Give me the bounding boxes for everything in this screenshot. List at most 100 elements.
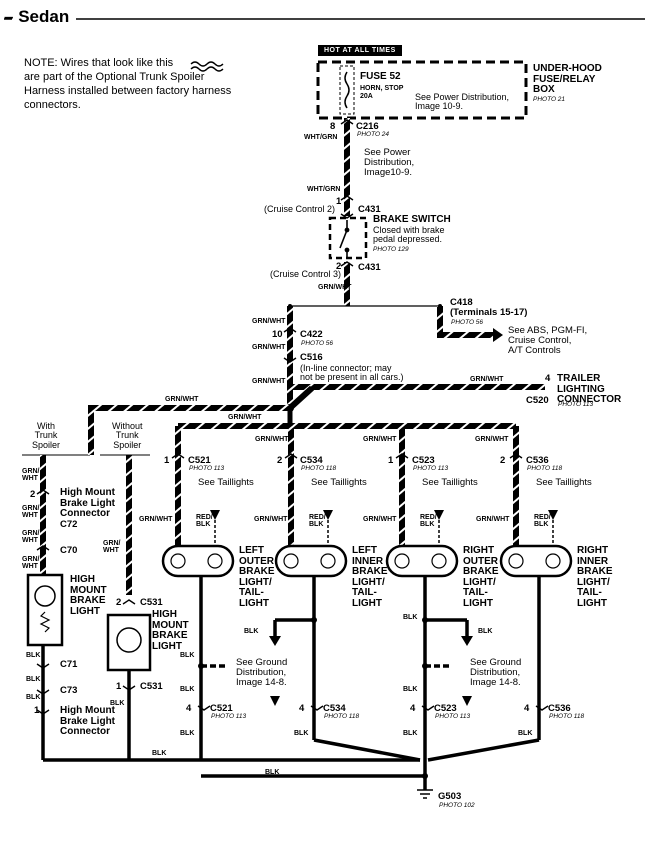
c418-name: C418 [450, 297, 473, 308]
c523-bot-name: C523 [434, 703, 457, 714]
abs-arrow [493, 328, 503, 342]
trailer-title: TRAILER LIGHTING CONNECTOR [557, 373, 622, 405]
switch-symbol [339, 220, 350, 258]
wire-label-grnwht-hm1: GRN/ WHT [22, 468, 40, 483]
c418-photo: PHOTO 56 [451, 319, 484, 326]
wire-label-grnwht-hm2: GRN/ WHT [22, 505, 40, 520]
wire-label-blk-7: BLK [403, 686, 418, 693]
wire-label-blk-hm2: BLK [26, 676, 41, 683]
c534-name: C534 [300, 455, 323, 466]
trailer-photo: PHOTO 113 [558, 401, 594, 408]
fuse-amps: 20A [360, 93, 373, 100]
wire-label-grnwht-c531: GRN/ WHT [103, 540, 121, 555]
wire-label-blk-9: BLK [478, 628, 493, 635]
c534-photo: PHOTO 118 [301, 465, 337, 472]
c523-pin: 1 [388, 455, 394, 466]
c531-pin-bot: 1 [116, 681, 122, 692]
c534-bot-photo: PHOTO 118 [324, 713, 360, 720]
c531-box [106, 613, 152, 672]
wire-label-redblk-2: RED/ BLK [309, 514, 326, 529]
c531-light-label: HIGH MOUNT BRAKE LIGHT [152, 609, 189, 652]
wire-label-grnwht-11: GRN/WHT [254, 516, 288, 523]
see-taillights-3: See Taillights [422, 477, 478, 488]
with-spoiler-label: With Trunk Spoiler [32, 421, 61, 450]
wire-dist-bus [178, 423, 516, 429]
left-inner-light: LEFT INNER BRAKE LIGHT/ TAIL- LIGHT [352, 545, 388, 609]
c422-photo: PHOTO 56 [301, 340, 334, 347]
c534-pin: 2 [277, 455, 283, 466]
note-text: NOTE: Wires that look like this [24, 57, 174, 69]
drop-c523 [399, 426, 405, 546]
wire-label-blk-hm1: BLK [26, 652, 41, 659]
c531-name-top: C531 [140, 597, 163, 608]
wire-label-grnwht-13: GRN/WHT [476, 516, 510, 523]
c536-name: C536 [526, 455, 549, 466]
trailer-connector: C520 [526, 395, 549, 406]
wire-c531-drop [126, 455, 132, 595]
c536-photo: PHOTO 118 [527, 465, 563, 472]
see-taillights-4: See Taillights [536, 477, 592, 488]
without-spoiler-label: Without Trunk Spoiler [112, 421, 143, 450]
c523-bot-pin: 4 [410, 703, 416, 714]
wire-label-grnwht-3: GRN/WHT [252, 344, 286, 351]
c523-name: C523 [412, 455, 435, 466]
underhood-photo: PHOTO 21 [533, 96, 566, 103]
brake-switch-title: BRAKE SWITCH [373, 214, 451, 225]
wire-label-blk-10: BLK [518, 730, 533, 737]
ground-branches [201, 618, 469, 668]
wire-label-grnwht-5: GRN/WHT [165, 396, 199, 403]
wire-label-blk-11: BLK [152, 750, 167, 757]
wire-c431-c418 [344, 262, 350, 306]
fuse-desc: HORN, STOP [360, 85, 404, 92]
hot-at-all-times-label: HOT AT ALL TIMES [318, 45, 402, 57]
c523-bot-photo: PHOTO 113 [435, 713, 471, 720]
wire-label-grnwht-6: GRN/WHT [228, 414, 262, 421]
drop-c521 [175, 426, 181, 546]
right-outer-light: RIGHT OUTER BRAKE LIGHT/ TAIL- LIGHT [463, 545, 499, 609]
c216-photo: PHOTO 24 [357, 131, 390, 138]
fuse-box [316, 60, 528, 120]
c70-label: C70 [60, 545, 78, 556]
c431-bot-cruise: (Cruise Control 3) [270, 269, 342, 279]
c536-bot-name: C536 [548, 703, 571, 714]
c216-name: C216 [356, 121, 379, 132]
wire-left-bus [88, 405, 290, 411]
wire-label-redblk-1: RED/ BLK [196, 514, 213, 529]
hmbl-pin-bot: 1 [34, 705, 40, 716]
c531-name-bot: C531 [140, 681, 163, 692]
lamp-housings [161, 544, 573, 578]
wire-trailer-diag [287, 385, 315, 411]
see-ground-2: See Ground Distribution, Image 14-8. [470, 657, 522, 688]
wire-label-blk-c531: BLK [110, 700, 125, 707]
fuse-symbol [344, 71, 350, 109]
wire-label-grnwht-10: GRN/WHT [139, 516, 173, 523]
see-power-dist-1: See Power Distribution, Image 10-9. [415, 92, 510, 112]
wire-label-grnwht-1: GRN/WHT [318, 284, 352, 291]
c72-label: C72 [60, 519, 78, 530]
c534-bot-pin: 4 [299, 703, 305, 714]
wire-label-blk-3: BLK [180, 730, 195, 737]
wire-hmbl-up [88, 405, 94, 455]
brake-switch-photo: PHOTO 129 [373, 246, 409, 253]
c71-label: C71 [60, 659, 78, 670]
wire-label-blk-hm3: BLK [26, 694, 41, 701]
drop-c534 [288, 426, 294, 546]
hmbl-pin-top: 2 [30, 489, 36, 500]
page-title: – Sedan [4, 7, 70, 26]
see-taillights-2: See Taillights [311, 477, 367, 488]
wire-label-blk-2: BLK [180, 686, 195, 693]
right-inner-light: RIGHT INNER BRAKE LIGHT/ TAIL- LIGHT [577, 545, 613, 609]
c521-bot-pin: 4 [186, 703, 192, 714]
connector-chevrons [36, 119, 549, 715]
see-power-dist-2: See Power Distribution, Image10-9. [364, 147, 415, 178]
ground-symbol [417, 789, 433, 799]
c216-pin: 8 [330, 121, 336, 132]
c431-bot-name: C431 [358, 262, 381, 273]
c431-bot-pin: 2 [336, 261, 342, 272]
c521-bot-photo: PHOTO 113 [211, 713, 247, 720]
lamp-bulbs [170, 553, 561, 569]
hmbl-box [26, 573, 64, 647]
wire-label-blk-5: BLK [294, 730, 309, 737]
wire-label-grnwht-hm4: GRN/ WHT [22, 556, 40, 571]
